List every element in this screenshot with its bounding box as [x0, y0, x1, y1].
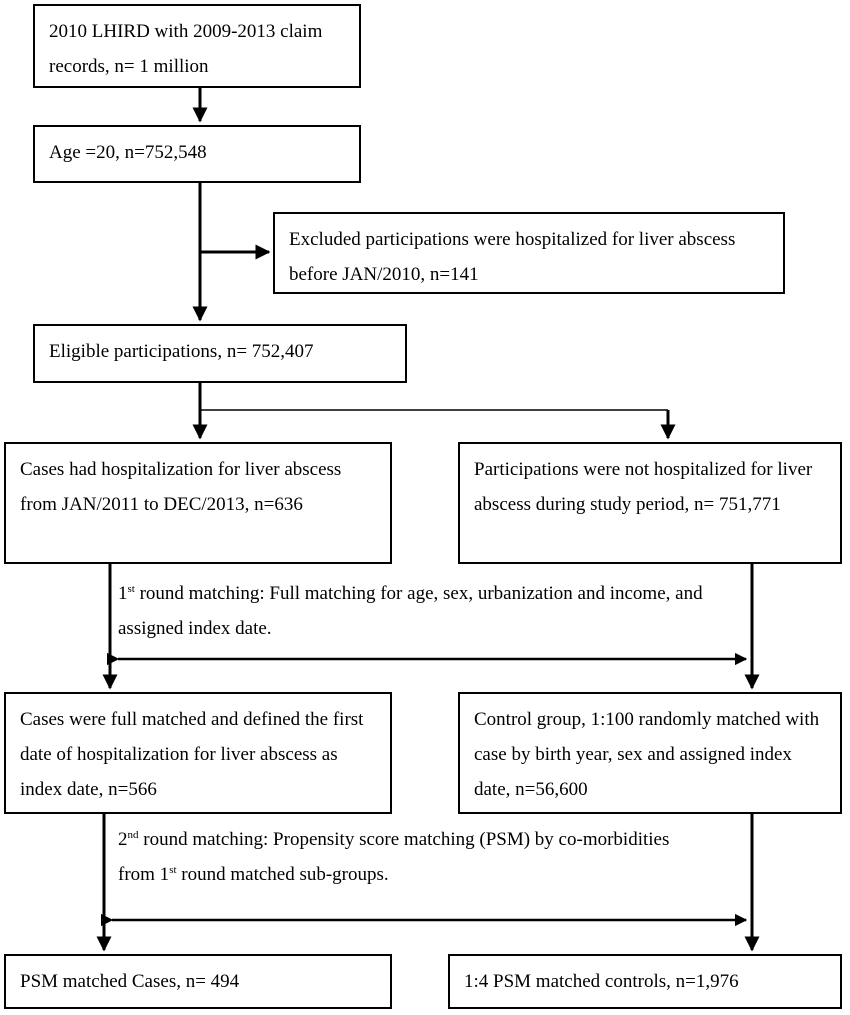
box-age-filter: Age =20, n=752,548: [33, 125, 361, 183]
first-round-superscript: st: [127, 583, 135, 595]
box-source-population: 2010 LHIRD with 2009-2013 claim records,…: [33, 4, 361, 88]
box-eligible-text: Eligible participations, n= 752,407: [49, 341, 314, 362]
box-psm-controls-text: 1:4 PSM matched controls, n=1,976: [464, 971, 739, 992]
first-round-ordinal: 1: [118, 583, 128, 604]
box-cases-hospitalized: Cases had hospitalization for liver absc…: [4, 442, 392, 564]
second-round-superscript: nd: [127, 829, 139, 841]
box-not-hospitalized-text: Participations were not hospitalized for…: [474, 459, 813, 515]
first-round-text: round matching: Full matching for age, s…: [118, 583, 703, 639]
box-excluded: Excluded participations were hospitalize…: [273, 212, 785, 294]
first-round-matching-note: 1st round matching: Full matching for ag…: [118, 576, 728, 646]
box-psm-controls: 1:4 PSM matched controls, n=1,976: [448, 954, 842, 1009]
second-round-text-2: round matched sub-groups.: [176, 864, 389, 885]
box-psm-cases: PSM matched Cases, n= 494: [4, 954, 392, 1009]
box-age-filter-text: Age =20, n=752,548: [49, 142, 207, 163]
box-cases-full-matched-text: Cases were full matched and defined the …: [20, 709, 364, 800]
second-round-ordinal: 2: [118, 829, 128, 850]
box-eligible: Eligible participations, n= 752,407: [33, 324, 407, 383]
second-round-text-1: round matching: Propensity score matchin…: [118, 829, 670, 885]
box-control-group-text: Control group, 1:100 randomly matched wi…: [474, 709, 820, 800]
second-round-superscript-2: st: [169, 864, 177, 876]
box-psm-cases-text: PSM matched Cases, n= 494: [20, 971, 240, 992]
box-cases-full-matched: Cases were full matched and defined the …: [4, 692, 392, 814]
box-cases-hospitalized-text: Cases had hospitalization for liver absc…: [20, 459, 342, 515]
box-source-population-text: 2010 LHIRD with 2009-2013 claim records,…: [49, 21, 323, 77]
second-round-matching-note: 2nd round matching: Propensity score mat…: [118, 822, 678, 892]
box-excluded-text: Excluded participations were hospitalize…: [289, 229, 736, 285]
box-control-group: Control group, 1:100 randomly matched wi…: [458, 692, 842, 814]
box-not-hospitalized: Participations were not hospitalized for…: [458, 442, 842, 564]
